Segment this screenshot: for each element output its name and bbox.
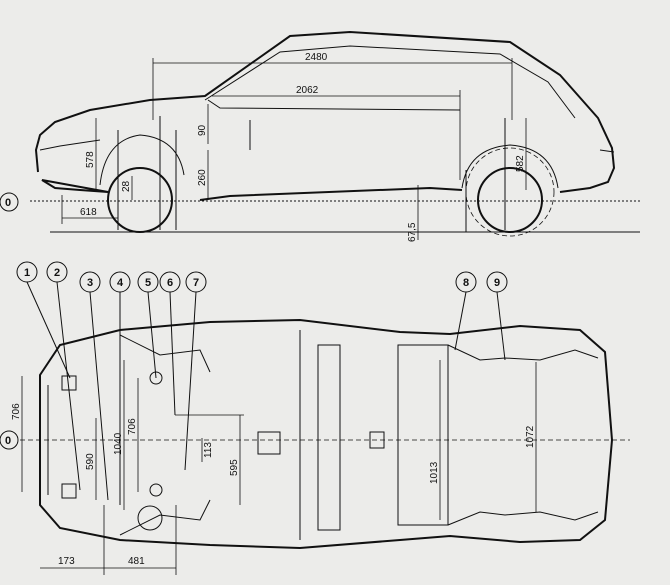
underbody-outline xyxy=(39,318,614,550)
callout-circle-8 xyxy=(455,271,477,293)
dim-left-c: 706 xyxy=(127,418,138,435)
callout-label-6: 6 xyxy=(167,277,173,289)
front-point-bottom xyxy=(61,483,77,499)
side-view: 2480 2062 578 90 260 28 618 582 67,5 0 xyxy=(0,30,640,242)
window-line xyxy=(204,45,576,119)
dim-ground-offset: 67,5 xyxy=(407,222,418,242)
callout-circle-3 xyxy=(79,271,101,293)
callout-leader-8 xyxy=(454,291,467,351)
dim-front-height: 578 xyxy=(85,151,96,168)
dim-center-b: 595 xyxy=(229,459,240,476)
rear-crossmember xyxy=(397,344,449,526)
dim-front-small-b: 260 xyxy=(197,169,208,186)
dim-front-width: 706 xyxy=(11,403,22,420)
reference-marker-side-label: 0 xyxy=(5,197,11,209)
callout-leader-6 xyxy=(169,291,176,416)
callout-leader-7 xyxy=(184,291,197,471)
callout-label-2: 2 xyxy=(54,267,60,279)
front-frame-bottom xyxy=(119,499,211,536)
plan-view: 0 706 590 1040 706 113 595 1013 1072 173 xyxy=(0,318,630,575)
dim-wheelbase: 2480 xyxy=(305,52,328,63)
dim-left-a: 590 xyxy=(85,453,96,470)
callout-leader-3 xyxy=(89,291,109,501)
callout-circle-6 xyxy=(159,271,181,293)
callout-group: 1 2 3 4 5 6 7 8 9 xyxy=(16,261,508,505)
dim-front-small-a: 90 xyxy=(197,124,208,136)
front-wheel-well-bottom xyxy=(137,505,163,531)
roof-pillar xyxy=(207,99,461,111)
car-body-outline xyxy=(34,30,616,201)
callout-leader-2 xyxy=(56,281,81,491)
dim-front-small-c: 28 xyxy=(121,180,132,192)
rear-bumper-line xyxy=(599,149,615,153)
dim-bottom-b: 481 xyxy=(128,556,145,567)
front-bumper-line xyxy=(39,139,101,151)
dim-rear-height: 582 xyxy=(515,155,526,172)
callout-circle-1 xyxy=(16,261,38,283)
front-wheel-arch xyxy=(99,134,185,186)
callout-circle-7 xyxy=(185,271,207,293)
rear-frame-top xyxy=(447,344,599,361)
dim-rear-a: 1013 xyxy=(429,461,440,484)
front-frame-top xyxy=(119,334,211,373)
callout-circle-2 xyxy=(46,261,68,283)
rear-wheel-tire xyxy=(477,167,543,233)
callout-label-4: 4 xyxy=(117,277,124,289)
callout-label-3: 3 xyxy=(87,277,93,289)
reference-marker-side xyxy=(0,192,19,212)
callout-leader-9 xyxy=(496,291,506,361)
callout-circle-4 xyxy=(109,271,131,293)
dim-inner-length: 2062 xyxy=(296,85,319,96)
front-mount-top xyxy=(149,371,163,385)
front-mount-bottom xyxy=(149,483,163,497)
dim-center-a: 113 xyxy=(203,442,214,458)
callout-label-7: 7 xyxy=(193,277,199,289)
dim-rear-b: 1072 xyxy=(525,425,536,448)
floor-plug xyxy=(257,431,281,455)
dim-bottom-a: 173 xyxy=(58,556,75,567)
reference-marker-plan-label: 0 xyxy=(5,435,11,447)
callout-circle-9 xyxy=(486,271,508,293)
callout-label-9: 9 xyxy=(494,277,500,289)
front-wheel xyxy=(107,167,173,233)
center-tunnel xyxy=(317,344,341,531)
rear-frame-bottom xyxy=(447,511,599,526)
rear-wheel-arch xyxy=(461,144,559,189)
dim-left-b: 1040 xyxy=(113,432,124,455)
callout-label-1: 1 xyxy=(24,267,30,279)
dim-front-overhang: 618 xyxy=(80,207,97,218)
callout-label-5: 5 xyxy=(145,277,151,289)
callout-circle-5 xyxy=(137,271,159,293)
reference-marker-plan xyxy=(0,430,19,450)
callout-leader-5 xyxy=(147,291,157,379)
callout-leader-1 xyxy=(26,281,71,379)
callout-label-8: 8 xyxy=(463,277,469,289)
